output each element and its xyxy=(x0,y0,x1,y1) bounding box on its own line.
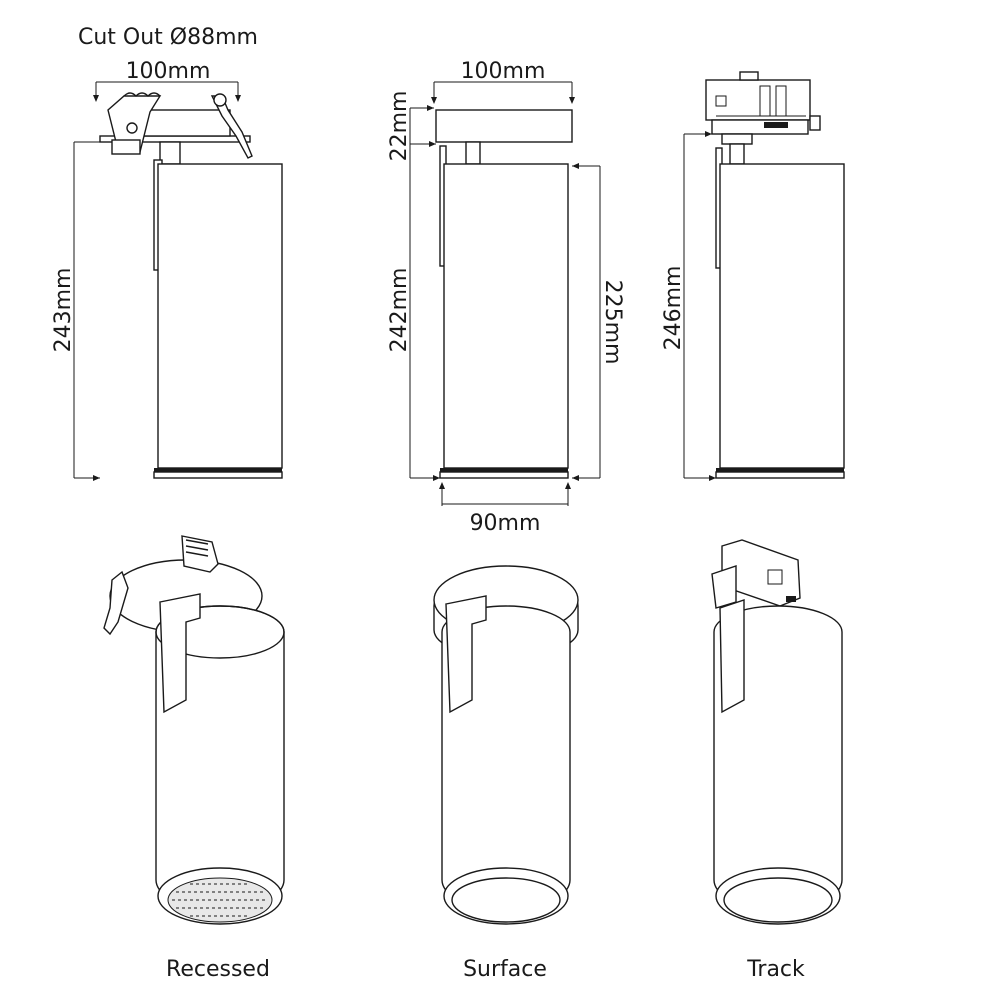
surface-trim-band xyxy=(440,468,568,472)
surface-perspective: Surface xyxy=(433,565,579,982)
arrow-down-icon xyxy=(93,95,99,102)
recessed-trim-band xyxy=(154,468,282,472)
surface-stem xyxy=(465,141,481,165)
track-adapter-icon xyxy=(711,539,801,609)
recessed-body xyxy=(157,163,283,469)
track-perspective: Track xyxy=(711,539,843,982)
arrow-right-icon xyxy=(433,475,440,481)
spring-clip-icon xyxy=(181,535,219,573)
cutout-label: Cut Out Ø88mm xyxy=(78,25,258,50)
surface-canopy-label: 22mm xyxy=(387,91,412,162)
arrow-up-icon xyxy=(439,482,445,489)
arrow-right-icon xyxy=(429,141,436,147)
track-trim-band xyxy=(716,468,844,472)
arrow-down-icon xyxy=(235,95,241,102)
arrow-down-icon xyxy=(431,97,437,104)
recessed-elevation: Cut Out Ø88mm 100mm xyxy=(51,25,283,481)
track-lens xyxy=(723,877,833,923)
arrow-left-icon xyxy=(572,475,579,481)
surface-lens xyxy=(451,877,561,923)
recessed-bezel xyxy=(153,471,283,479)
honeycomb-pattern xyxy=(172,883,268,917)
surface-caption: Surface xyxy=(463,957,547,982)
surface-body xyxy=(443,163,569,469)
track-coupler xyxy=(721,133,753,145)
surface-width-label: 100mm xyxy=(461,59,546,84)
surface-body-label: 225mm xyxy=(600,280,625,365)
arrow-right-icon xyxy=(705,131,712,137)
recessed-stem xyxy=(159,141,181,165)
surface-bezel xyxy=(439,471,569,479)
spring-clip-icon xyxy=(210,93,253,159)
recessed-caption: Recessed xyxy=(166,957,270,982)
track-bezel xyxy=(715,471,845,479)
arrow-right-icon xyxy=(93,475,100,481)
track-height-label: 246mm xyxy=(661,266,686,351)
surface-canopy xyxy=(435,109,573,143)
recessed-width-label: 100mm xyxy=(126,59,211,84)
track-caption: Track xyxy=(746,957,805,982)
recessed-perspective: Recessed xyxy=(103,535,285,982)
arrow-up-icon xyxy=(565,482,571,489)
arrow-right-icon xyxy=(427,105,434,111)
arrow-down-icon xyxy=(569,97,575,104)
surface-diameter-label: 90mm xyxy=(470,511,541,536)
track-bracket xyxy=(719,599,745,714)
recessed-bracket xyxy=(159,593,201,714)
arrow-left-icon xyxy=(572,163,579,169)
track-elevation: 246mm xyxy=(661,71,845,481)
track-body xyxy=(719,163,845,469)
recessed-height-label: 243mm xyxy=(51,268,76,353)
arrow-right-icon xyxy=(709,475,716,481)
track-adapter-icon xyxy=(705,71,821,135)
surface-height-label: 242mm xyxy=(387,268,412,353)
surface-elevation: 100mm 22mm 242mm 225mm xyxy=(387,59,625,536)
surface-bracket xyxy=(445,595,487,714)
spring-clip-icon xyxy=(103,570,129,636)
cylinder-top-edge xyxy=(155,605,285,659)
spring-clip-icon xyxy=(107,92,162,155)
track-stem xyxy=(729,143,745,165)
